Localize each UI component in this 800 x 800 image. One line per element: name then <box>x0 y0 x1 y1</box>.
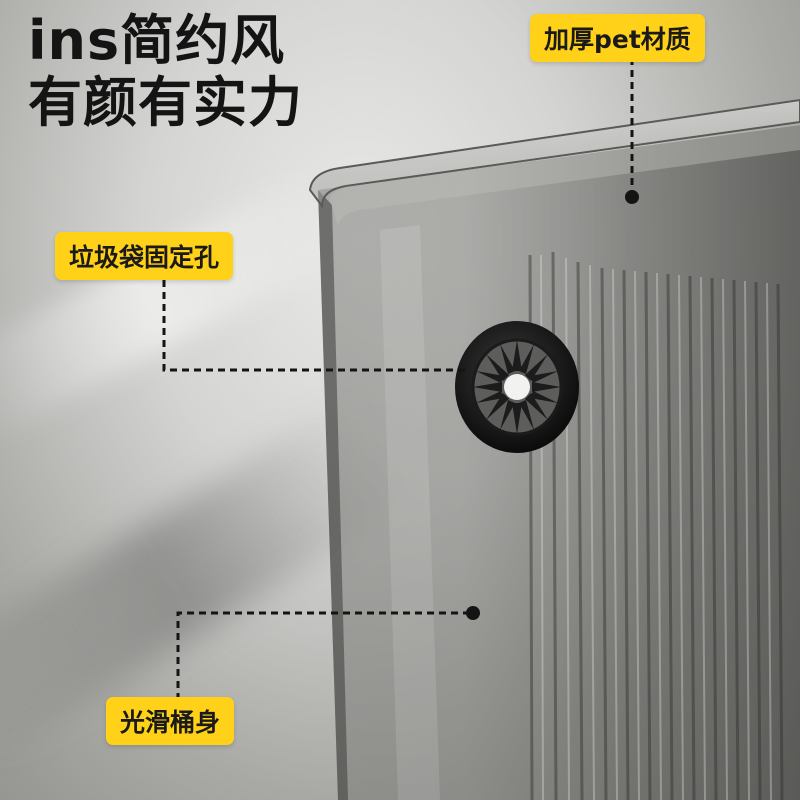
starburst-grommet-icon <box>455 321 579 453</box>
leader-dot-smooth-body <box>466 606 480 620</box>
leader-smooth-body <box>176 611 472 700</box>
callout-material: 加厚pet材质 <box>530 14 705 62</box>
bin-inner-back <box>330 124 800 226</box>
bin-ribs <box>528 251 784 800</box>
callout-bag-hole: 垃圾袋固定孔 <box>55 232 234 280</box>
bin-rib-highlights <box>540 254 772 800</box>
bin-left-wall <box>318 190 348 800</box>
headline-line-2: 有颜有实力 <box>28 71 303 134</box>
bin-body <box>318 125 800 800</box>
headline: ins简约风 有颜有实力 <box>28 10 303 134</box>
callout-smooth-body: 光滑桶身 <box>106 697 235 745</box>
leader-bag-hole <box>162 280 470 372</box>
headline-line-1: ins简约风 <box>28 9 286 72</box>
bin-rim <box>308 98 800 209</box>
leader-dot-material <box>625 190 639 204</box>
